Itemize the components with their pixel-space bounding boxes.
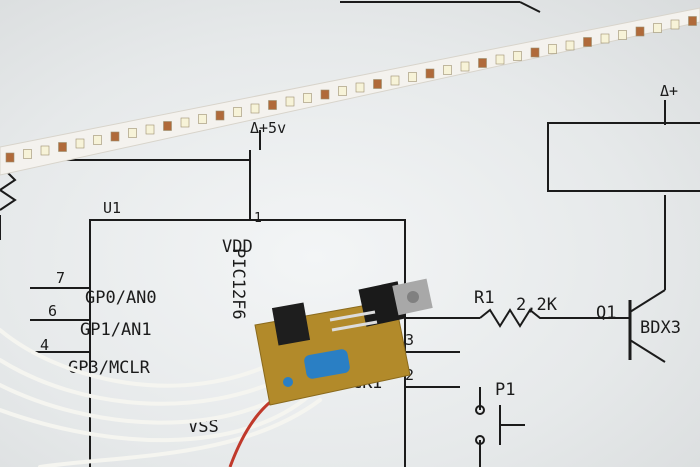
gp3-label: GP3/MCLR: [68, 358, 151, 378]
pin-3-label: 3: [405, 331, 414, 349]
gp1-label: GP1/AN1: [80, 320, 152, 340]
led-chip: [688, 16, 697, 26]
led-chip: [443, 65, 452, 75]
led-chip: [93, 135, 102, 145]
led-strip: [0, 7, 700, 176]
pin-4-label: 4: [40, 336, 49, 354]
led-chip: [320, 89, 330, 100]
led-chip: [600, 33, 610, 44]
led-chip: [250, 103, 260, 114]
led-chip: [530, 47, 540, 58]
chip-name-label: PIC12F6: [228, 248, 248, 320]
bdx-label: BDX3: [640, 318, 681, 338]
led-chip: [460, 61, 470, 72]
led-chip: [373, 79, 382, 89]
led-chip: [268, 100, 277, 110]
white-wires: [0, 328, 322, 467]
led-chip: [653, 23, 662, 33]
p1-label: P1: [495, 380, 515, 400]
led-chip: [75, 138, 85, 149]
led-chip: [303, 93, 312, 103]
led-chip: [355, 82, 365, 93]
led-chip: [670, 19, 680, 30]
u1-label: U1: [103, 199, 121, 217]
led-chip: [180, 117, 190, 128]
r1-value-label: 2,2K: [516, 295, 558, 315]
vdd-label: VDD: [222, 237, 253, 257]
led-chip: [390, 75, 400, 86]
led-chip: [565, 40, 575, 51]
led-chip: [285, 96, 295, 107]
led-chip: [618, 30, 627, 40]
led-chip: [425, 68, 435, 79]
pin-1-label: 1: [254, 211, 262, 226]
supply-label-right: Δ+: [660, 82, 678, 100]
supply-label: Δ+5v: [250, 119, 286, 137]
led-chip: [5, 152, 15, 163]
led-chip: [495, 54, 505, 65]
r1-label: R1: [474, 288, 494, 308]
pin-6-label: 6: [48, 302, 57, 320]
led-chip: [198, 114, 207, 124]
led-chip: [128, 128, 137, 138]
led-chip: [145, 124, 155, 135]
pcb-module: [254, 278, 433, 406]
pin-7-label: 7: [56, 269, 65, 287]
led-chip: [583, 37, 592, 47]
led-chip: [110, 131, 120, 142]
led-chip: [478, 58, 487, 68]
led-chip: [58, 142, 67, 152]
led-chip: [548, 44, 557, 54]
led-chip: [408, 72, 417, 82]
led-chip: [163, 121, 172, 131]
gp0-label: GP0/AN0: [85, 288, 157, 308]
led-chip: [40, 145, 50, 156]
led-chip: [215, 110, 225, 121]
led-chip: [338, 86, 347, 96]
q1-label: Q1: [596, 303, 616, 323]
led-chip: [513, 51, 522, 61]
led-chip: [23, 149, 32, 159]
led-chip: [233, 107, 242, 117]
led-chip: [635, 26, 645, 37]
